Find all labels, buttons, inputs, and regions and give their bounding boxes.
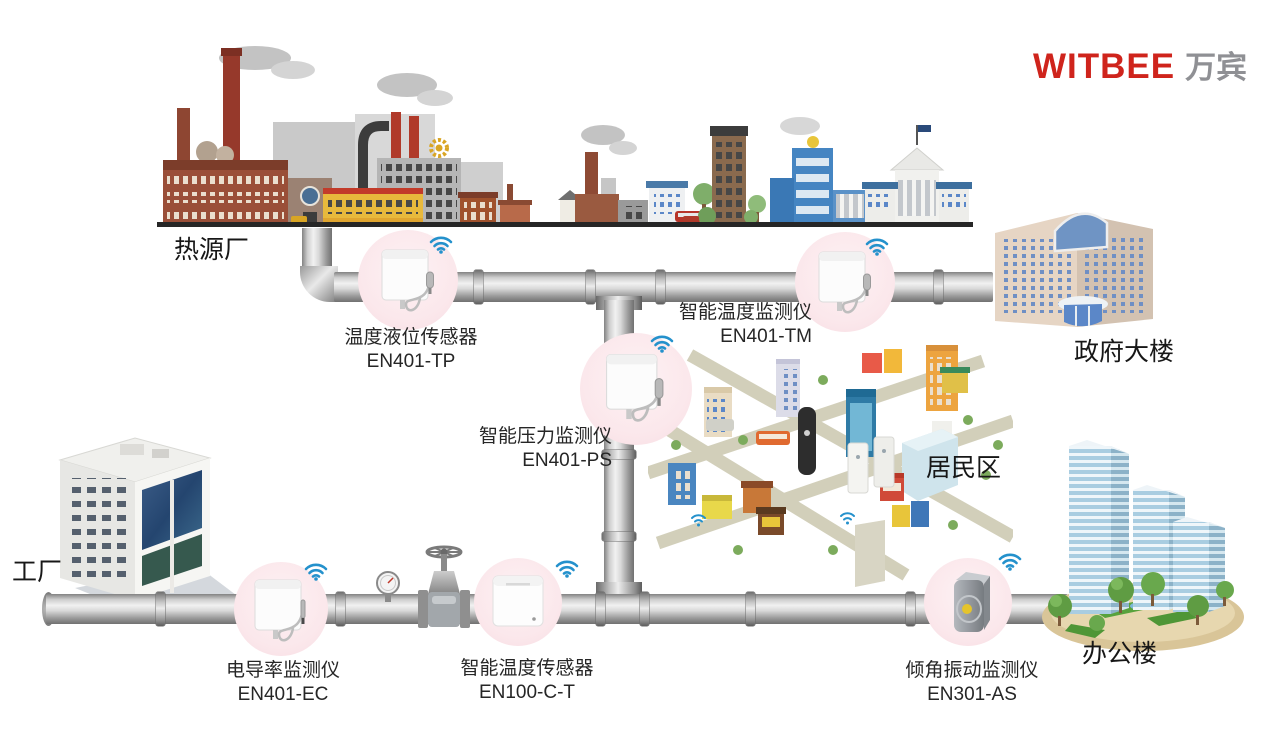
wifi-icon [650, 335, 674, 353]
sensor-label-en401-tp: 温度液位传感器 EN401-TP [344, 326, 477, 374]
brand-logo-cjk: 万宾 [1185, 50, 1248, 85]
wifi-icon [840, 512, 855, 525]
location-label-heat-plant: 热源厂 [174, 236, 250, 264]
wifi-icon [998, 553, 1022, 571]
brand-logo-name: WITBEE [1033, 47, 1176, 86]
sensor-name: 智能温度传感器 [460, 658, 594, 679]
pressure-gauge-illustration [376, 571, 400, 602]
sensor-device-en301-as [954, 572, 990, 632]
location-label-factory: 工厂 [12, 558, 63, 586]
sensor-name: 倾角振动监测仪 [905, 660, 1039, 681]
wifi-icon [555, 560, 579, 578]
sensor-label-en401-ps: 智能压力监测仪 EN401-PS [460, 425, 612, 473]
wifi-icon [865, 238, 889, 256]
sensor-label-en100-c-t: 智能温度传感器 EN100-C-T [460, 657, 593, 705]
sensor-device-en100-c-t [492, 575, 544, 627]
gear-icon [429, 138, 449, 158]
office-towers-illustration [1042, 440, 1244, 651]
trees [1048, 572, 1234, 631]
sensor-label-en401-tm: 智能温度监测仪 EN401-TM [660, 301, 812, 349]
valve-illustration [418, 545, 470, 628]
wifi-icon [304, 563, 328, 581]
location-label-government: 政府大楼 [1074, 338, 1175, 366]
heat-plant-skyline-illustration [157, 46, 973, 227]
sensor-device-en401-ec [254, 579, 306, 642]
sensor-model: EN401-PS [522, 450, 612, 471]
pipe-elbow [300, 266, 338, 302]
sensor-name: 智能温度监测仪 [678, 302, 812, 323]
residential-area-illustration [648, 345, 1013, 587]
sensor-model: EN301-AS [927, 684, 1017, 705]
sensor-model: EN401-TM [720, 326, 812, 347]
sensor-model: EN401-EC [237, 684, 329, 705]
sensor-label-en401-ec: 电导率监测仪 EN401-EC [226, 659, 340, 707]
sensor-model: EN401-TP [366, 351, 456, 372]
location-label-office: 办公楼 [1082, 640, 1158, 668]
sensor-device-en401-tm [818, 251, 871, 314]
sensor-name: 温度液位传感器 [344, 327, 478, 348]
sensor-device-en401-ps [606, 353, 664, 422]
sensor-label-en301-as: 倾角振动监测仪 EN301-AS [905, 659, 1038, 707]
sensor-model: EN100-C-T [478, 682, 576, 703]
government-building-illustration [995, 212, 1153, 327]
location-label-residential: 居民区 [926, 454, 1002, 482]
wifi-icon [429, 236, 453, 254]
factory-building-illustration [58, 437, 240, 612]
pipe-riser-left [302, 228, 332, 272]
sensor-device-en401-tp [381, 249, 434, 312]
residential-trees [671, 375, 1003, 555]
pipe-tee-bottom [596, 582, 642, 596]
sensor-name: 智能压力监测仪 [478, 426, 612, 447]
wifi-icon [691, 514, 706, 527]
sensor-name: 电导率监测仪 [225, 660, 341, 681]
brand-logo: WITBEE 万宾 [1033, 42, 1247, 87]
